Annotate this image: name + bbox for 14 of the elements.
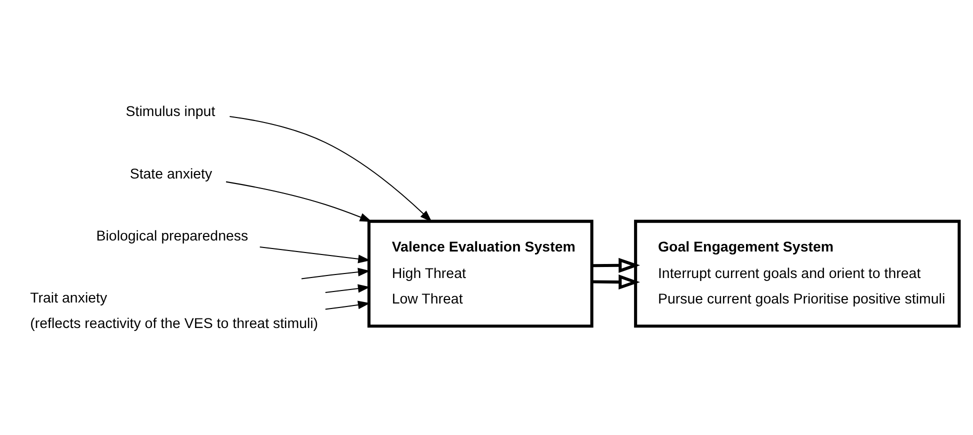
arrow (592, 274, 640, 290)
arrow (325, 284, 370, 292)
arrow (325, 300, 370, 310)
node-text: Biological preparedness (96, 228, 248, 244)
node-text: Stimulus input (126, 104, 216, 120)
arrow (226, 180, 372, 222)
node-box: Valence Evaluation System High Threat Low Threat (367, 219, 594, 328)
node-text: Trait anxiety (reflects reactivity of the VES to threat stimuli) (30, 290, 318, 332)
arrow (230, 115, 432, 222)
node-text: State anxiety (130, 166, 212, 182)
arrow (260, 246, 370, 263)
node-box: Goal Engagement System Interrupt current goals and orient to threat Pursue current goals Prioritise positive stimuli (634, 219, 961, 328)
arrow (301, 267, 370, 279)
arrow (592, 257, 640, 272)
